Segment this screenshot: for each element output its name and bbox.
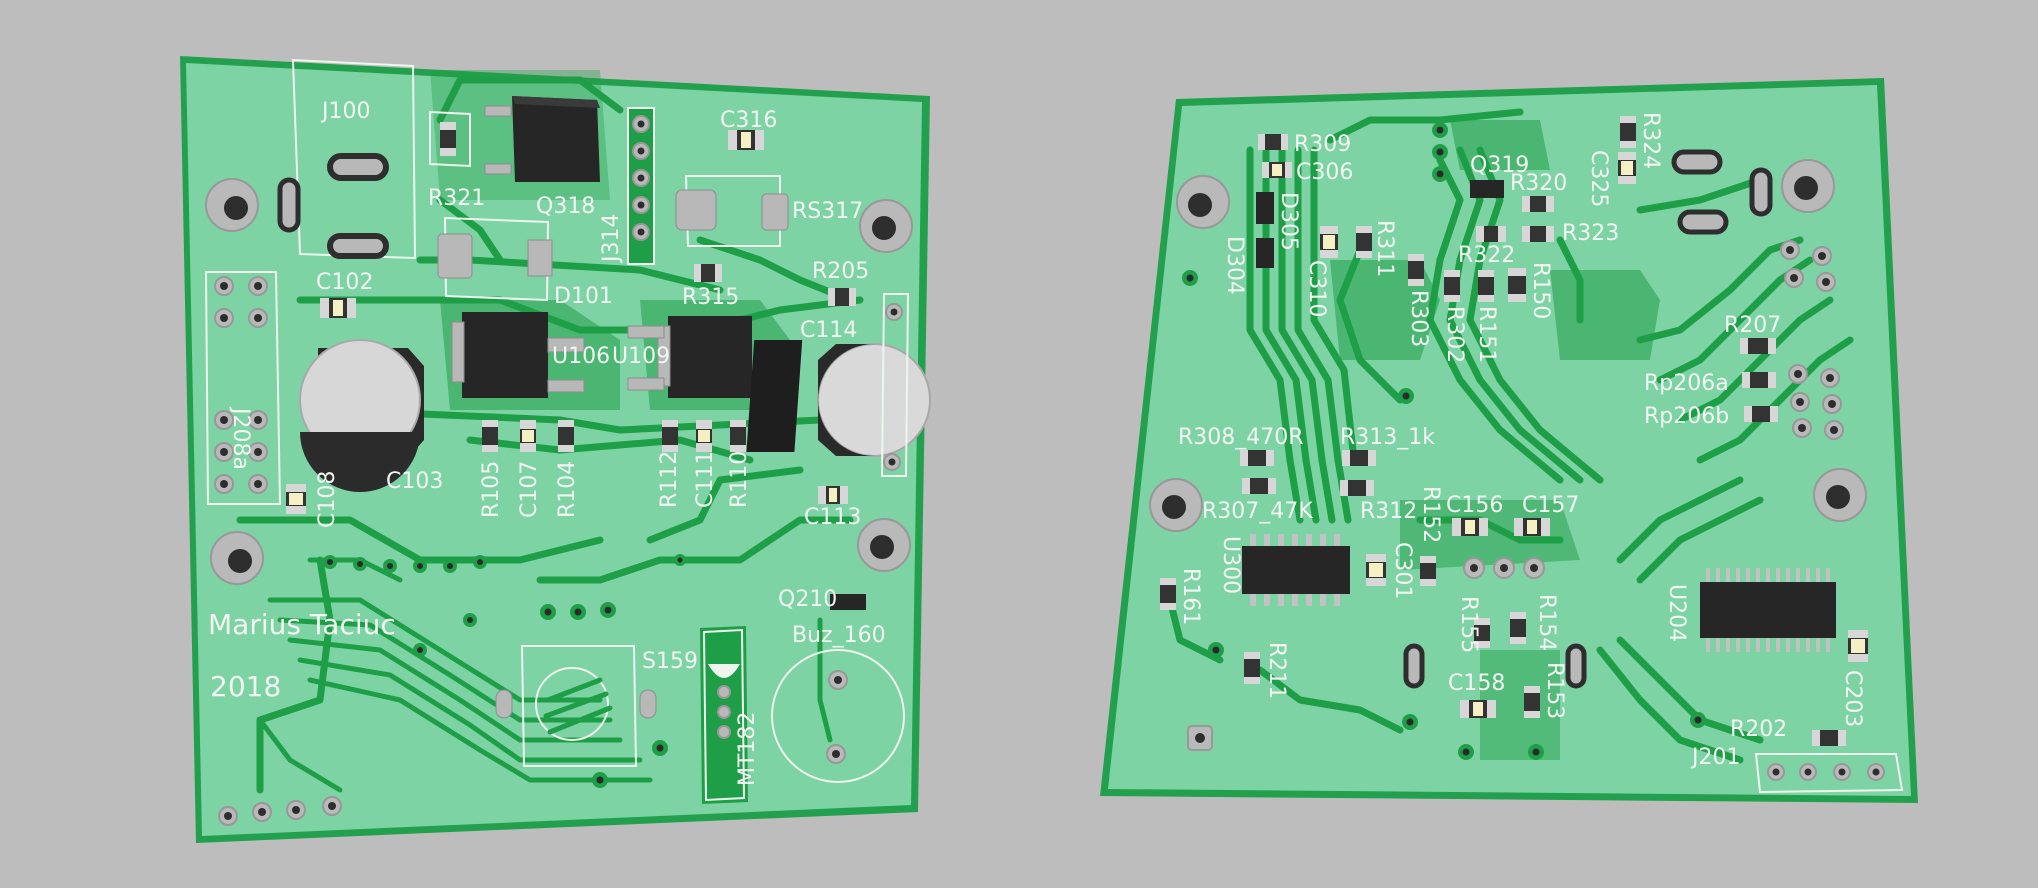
label-r303: R303 (1406, 290, 1431, 347)
right-board: R309 C306 D305 D304 C310 R311 Q319 R320 … (1100, 78, 1918, 803)
label-r322: R322 (1458, 243, 1515, 268)
label-r110: R110 (727, 451, 752, 508)
label-u109: U109 (612, 344, 670, 369)
label-r112: R112 (657, 451, 682, 508)
label-r302: R302 (1442, 306, 1467, 363)
year-text: 2018 (210, 670, 281, 703)
label-s159: S159 (642, 649, 698, 674)
label-c111: C111 (693, 451, 718, 508)
label-c325: C325 (1586, 150, 1611, 207)
label-buz160: Buz_160 (792, 623, 886, 648)
label-r161: R161 (1178, 568, 1203, 625)
label-c203: C203 (1840, 670, 1865, 727)
label-d101: D101 (554, 284, 613, 309)
label-j201: J201 (1690, 745, 1740, 770)
label-r202: R202 (1730, 717, 1787, 742)
label-r309: R309 (1294, 132, 1351, 157)
label-r311: R311 (1372, 220, 1397, 277)
label-r315: R315 (682, 285, 739, 310)
label-r105: R105 (479, 461, 504, 518)
label-c301: C301 (1390, 542, 1415, 599)
label-c103: C103 (386, 469, 443, 494)
label-r155: R155 (1456, 596, 1481, 653)
label-r207: R207 (1724, 313, 1781, 338)
label-j100: J100 (320, 99, 370, 124)
label-r324: R324 (1638, 112, 1663, 169)
label-u300: U300 (1218, 536, 1243, 594)
label-r150: R150 (1528, 262, 1553, 319)
label-c108: C108 (315, 471, 340, 528)
label-c113: C113 (804, 505, 861, 530)
label-r307: R307_47K (1202, 499, 1313, 524)
label-c310: C310 (1304, 260, 1329, 317)
label-r151: R151 (1474, 306, 1499, 363)
label-r211: R211 (1264, 642, 1289, 699)
label-q318: Q318 (536, 194, 595, 219)
label-r323: R323 (1562, 221, 1619, 246)
label-c102: C102 (316, 270, 373, 295)
label-q319: Q319 (1470, 153, 1529, 178)
label-c114: C114 (800, 318, 857, 343)
label-mt182: MT182 (735, 712, 760, 786)
label-r154: R154 (1534, 594, 1559, 651)
label-r321: R321 (428, 186, 485, 211)
label-c306: C306 (1296, 160, 1353, 185)
label-c316: C316 (720, 108, 777, 133)
author-text: Marius Taciuc (208, 608, 396, 641)
label-rs317: RS317 (792, 199, 863, 224)
label-u106: U106 (552, 344, 610, 369)
label-r308: R308_470R (1178, 425, 1304, 450)
label-rp206a: Rp206a (1644, 371, 1729, 396)
label-j208a: J208a (228, 406, 253, 470)
label-c156: C156 (1446, 493, 1503, 518)
label-d305: D305 (1276, 192, 1301, 251)
label-q210: Q210 (778, 587, 837, 612)
label-r104: R104 (555, 461, 580, 518)
label-r312: R312 (1360, 499, 1417, 524)
label-c158: C158 (1448, 671, 1505, 696)
label-r152: R152 (1418, 486, 1443, 543)
label-c107: C107 (517, 461, 542, 518)
label-r205: R205 (812, 259, 869, 284)
label-c157: C157 (1522, 493, 1579, 518)
label-rp206b: Rp206b (1644, 404, 1729, 429)
label-u204: U204 (1664, 584, 1689, 642)
label-r320: R320 (1510, 171, 1567, 196)
label-r153: R153 (1542, 662, 1567, 719)
left-board: J100 R321 Q318 J314 C316 RS317 D101 (180, 56, 931, 843)
label-r313: R313_1k (1340, 425, 1435, 450)
label-j314: J314 (599, 214, 624, 264)
label-d304: D304 (1222, 236, 1247, 295)
